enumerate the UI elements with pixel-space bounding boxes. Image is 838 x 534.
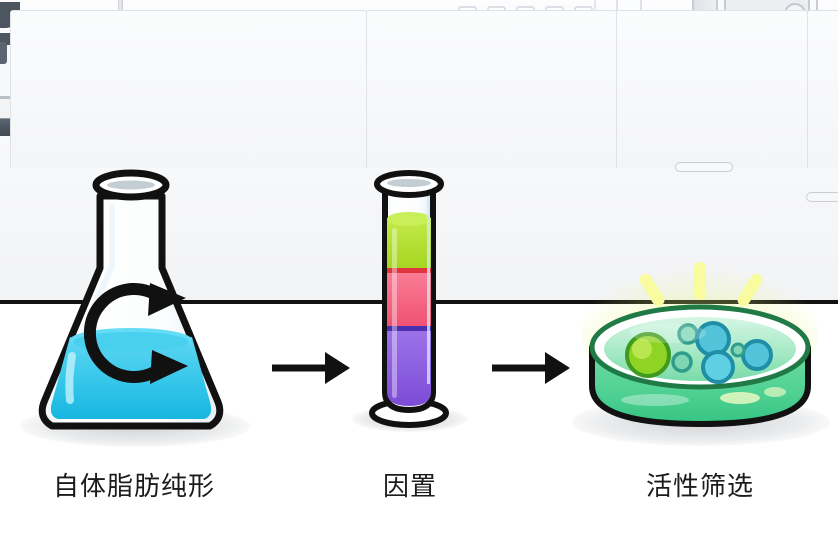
cabinet-handle[interactable]: [806, 192, 838, 202]
flask-shadow: [20, 405, 250, 447]
stage-label-1: 自体脂肪纯形: [52, 471, 215, 501]
cabinet-door[interactable]: [616, 10, 808, 168]
stage-label-3: 活性筛选: [645, 471, 754, 501]
cabinet-handle[interactable]: [675, 162, 733, 172]
cylinder-shadow: [352, 406, 467, 432]
cabinet-door[interactable]: [807, 10, 838, 168]
cabinet-door[interactable]: [10, 10, 367, 168]
stage-label-2: 因置: [382, 471, 437, 501]
faucet-stem-icon: [0, 42, 7, 64]
cabinet-door[interactable]: [366, 10, 617, 168]
petri-dish-shadow: [572, 398, 830, 446]
bench-front-edge: [0, 300, 838, 304]
